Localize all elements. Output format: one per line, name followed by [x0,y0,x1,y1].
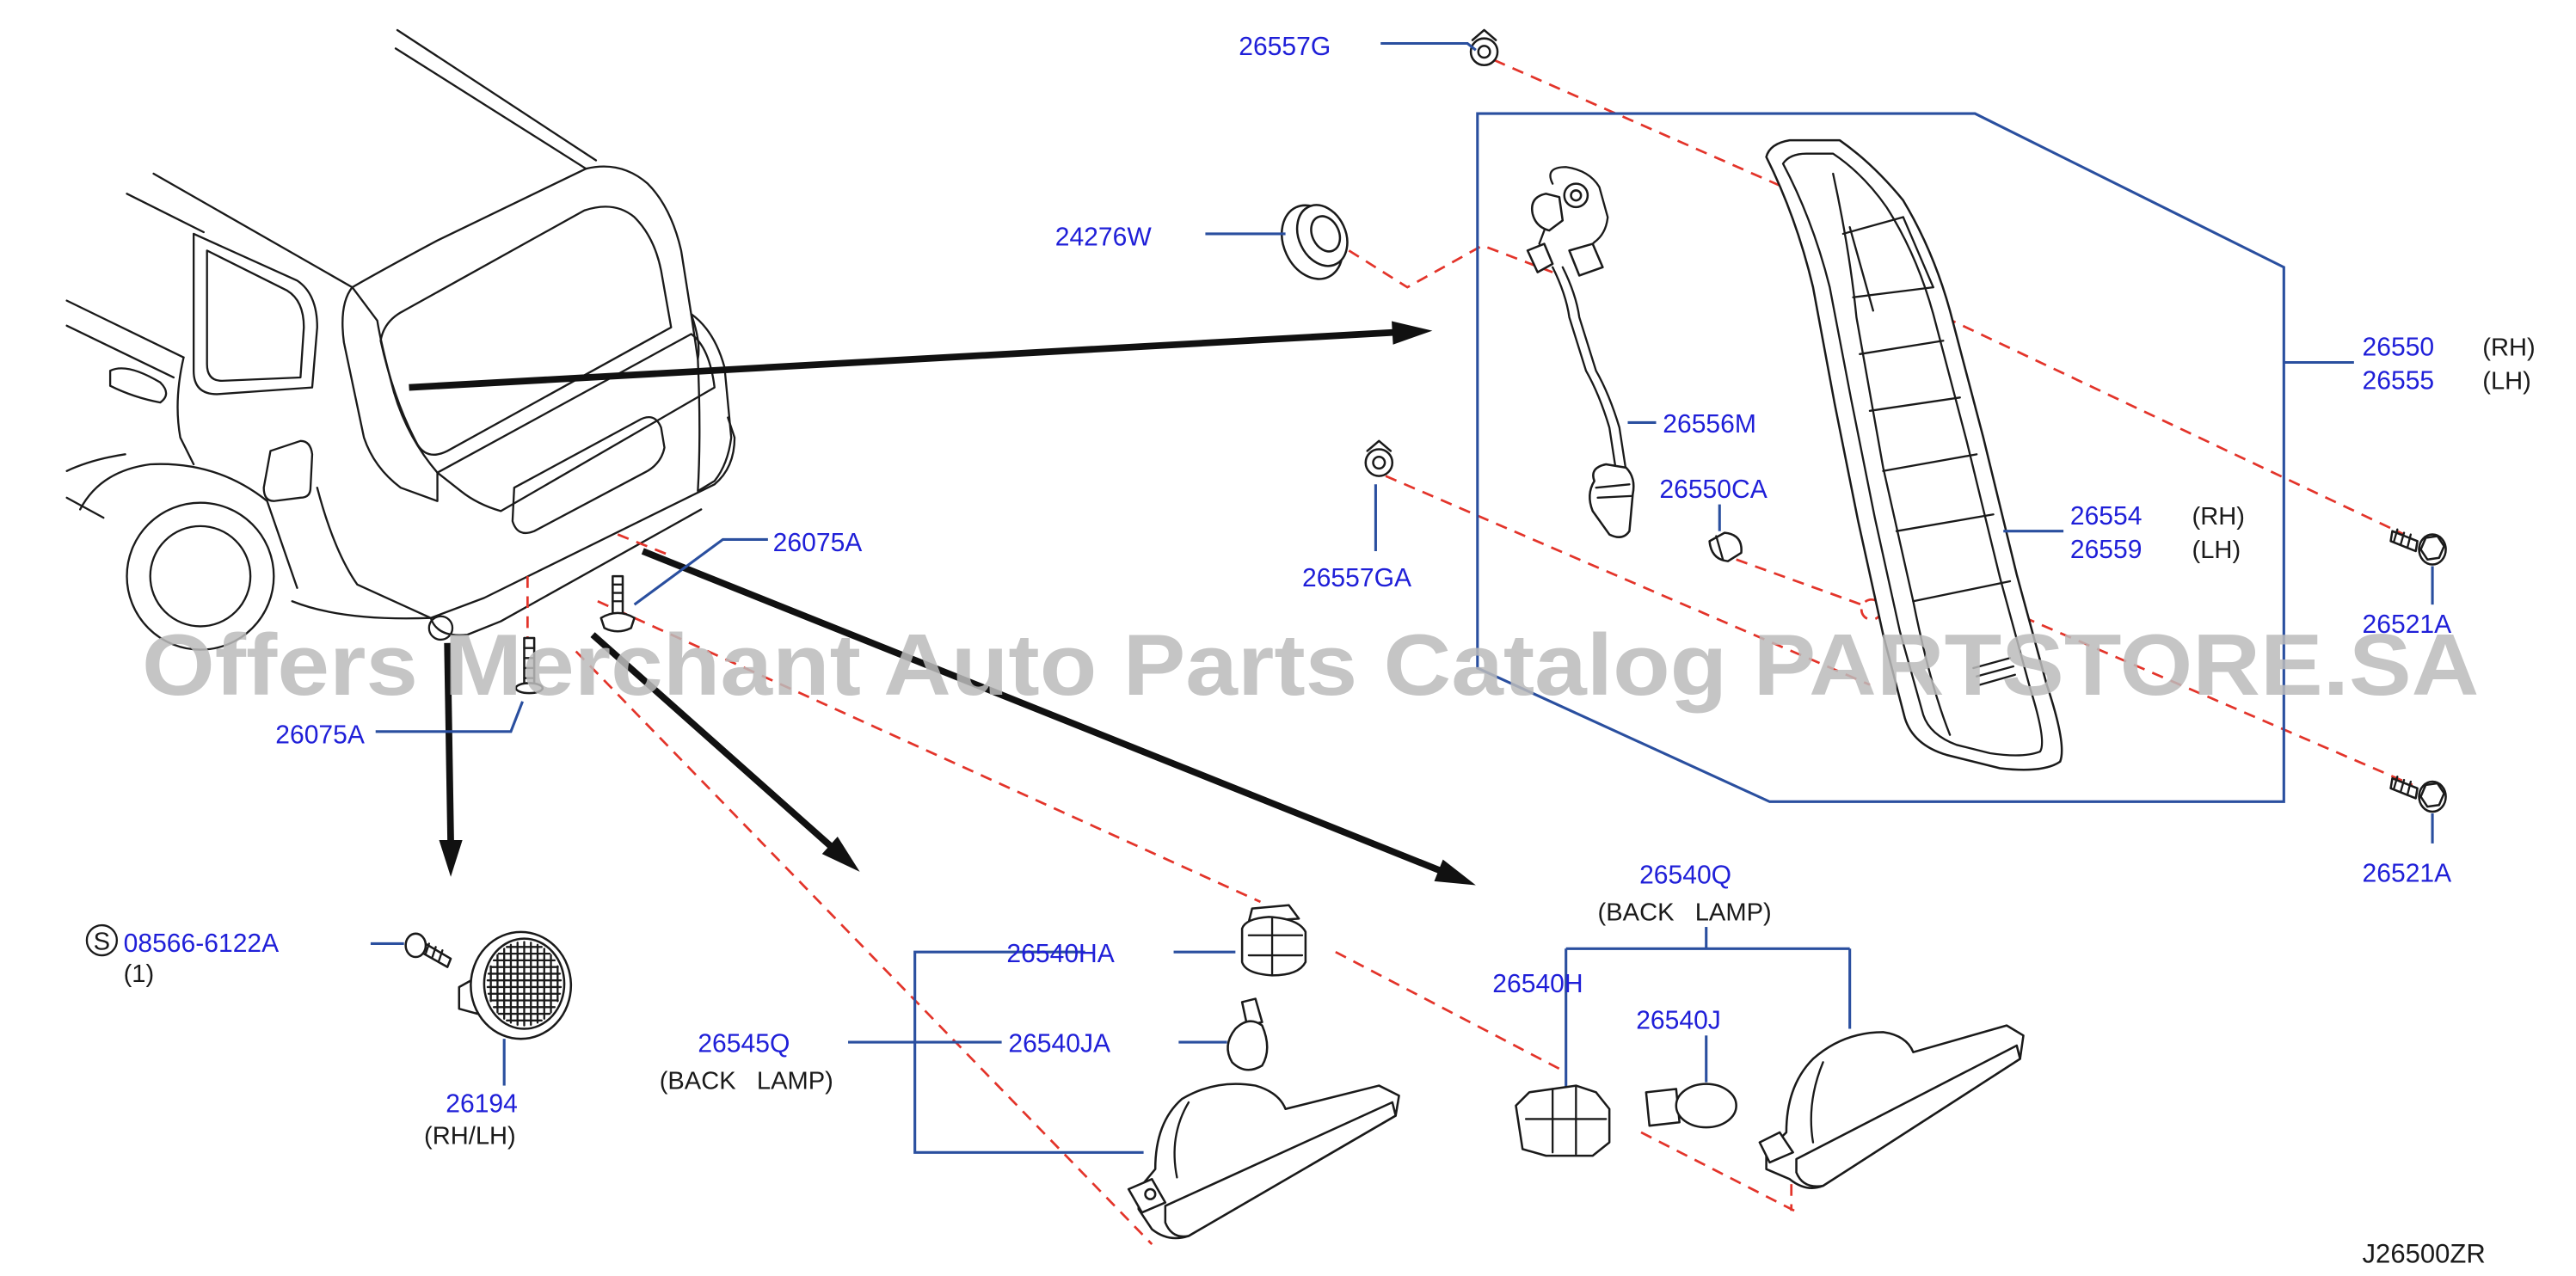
standard-part-symbol: S [85,923,119,957]
label-26555: 26555 [2363,367,2435,396]
grommet-24276w-drawing [1205,204,1349,280]
label-26557ga: 26557GA [1302,564,1411,592]
clip-26557g-drawing [1380,28,1499,67]
clip-26557ga-drawing [1364,439,1394,551]
back-lamp-26545q-drawing [1127,1083,1400,1240]
label-26075a-upper: 26075A [773,529,863,557]
assembly-dashed-lines [526,58,2413,1246]
label-26557g: 26557G [1239,33,1331,61]
label-26559: 26559 [2070,536,2143,564]
arrow-head-rear-lamp [1392,321,1433,345]
arrow-head-back-lamp-left [821,836,860,872]
label-26194-side: (RH/LH) [424,1123,516,1150]
label-26559-side: (LH) [2192,537,2241,564]
label-24276w: 24276W [1055,224,1153,252]
label-26540h: 26540H [1492,970,1583,998]
arrow-head-reflector [439,840,463,877]
label-26194: 26194 [446,1090,518,1119]
bulb-26540j-drawing [1645,1083,1737,1129]
label-26521a-upper: 26521A [2363,610,2452,639]
socket-26540h-drawing [1515,1084,1611,1157]
bulb-26550ca-drawing [1708,504,1743,562]
label-26545q: 26545Q [698,1030,790,1058]
lamp-assembly-bracket [1476,112,2354,803]
label-26550-side: (RH) [2482,334,2535,362]
reflector-26194-drawing [458,930,573,1086]
label-26540ha: 26540HA [1006,940,1114,968]
bulb-26540ja-drawing [1227,997,1269,1071]
standard-part-symbol-letter: S [94,928,110,955]
back-lamp-right-bracket [1565,927,1852,1089]
lamp-body-26554-drawing [1765,138,2064,771]
label-08566-6122a: 08566-6122A [124,929,280,958]
arrow-to-back-lamp-right [641,548,1441,874]
reflector-prism-grid [486,941,563,1027]
vehicle-rear-drawing [65,28,736,651]
screw-26521a-lower-drawing [2389,776,2447,844]
arrow-head-back-lamp-right [1434,859,1476,886]
label-26545q-note: (BACK LAMP) [660,1067,833,1095]
label-26540q-note: (BACK LAMP) [1598,899,1772,926]
back-lamp-left-bracket [848,950,1236,1154]
arrow-to-reflector [444,642,454,844]
back-lamp-26540q-drawing [1758,1024,2025,1189]
label-08566-qty: (1) [124,960,155,988]
clip-26075a-upper-drawing [599,537,768,633]
arrow-to-back-lamp-left [590,632,834,850]
diagram-code: J26500ZR [2363,1238,2486,1268]
label-26550ca: 26550CA [1659,475,1767,504]
arrow-to-rear-lamp [409,328,1396,391]
direction-arrows [409,321,1476,886]
label-26554: 26554 [2070,502,2143,531]
clip-26075a-lower-drawing [375,636,544,733]
label-26555-side: (LH) [2482,368,2531,396]
label-26550: 26550 [2363,334,2435,362]
label-26556m: 26556M [1663,410,1756,439]
harness-26556m-drawing [1526,166,1657,538]
label-26540q: 26540Q [1639,862,1731,890]
screw-26521a-upper-drawing [2389,528,2447,605]
label-26554-side: (RH) [2192,503,2245,531]
socket-26540ha-drawing [1240,904,1307,977]
label-26521a-lower: 26521A [2363,860,2452,888]
label-26075a-lower: 26075A [275,721,365,749]
label-26540j: 26540J [1636,1007,1721,1035]
label-26540ja: 26540JA [1008,1030,1110,1058]
watermark-text: Offers Merchant Auto Parts Catalog PARTS… [142,617,2479,714]
screw-08566-drawing [370,932,452,968]
